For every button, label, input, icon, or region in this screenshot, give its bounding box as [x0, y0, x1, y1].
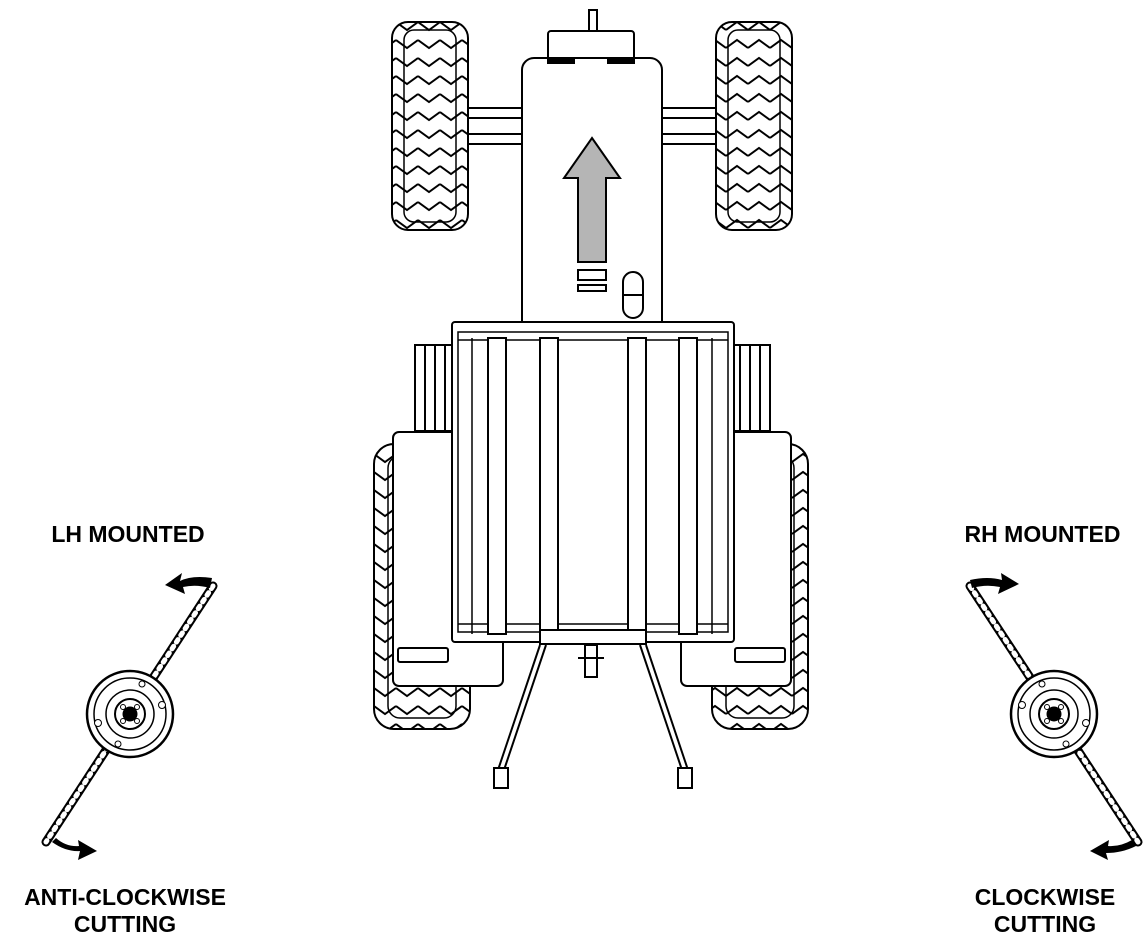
pto-shaft: [584, 644, 598, 678]
clockwise-cutting-label: CLOCKWISE CUTTING: [950, 884, 1140, 938]
tractor: [373, 9, 809, 789]
rh-flail-head: [965, 573, 1143, 860]
rh-mounted-text: RH MOUNTED: [964, 521, 1121, 547]
lh-rotor-hub: [85, 669, 175, 759]
rh-rotor-hub: [1009, 669, 1099, 759]
side-steps: [414, 344, 771, 432]
anti-clockwise-cutting-label: ANTI-CLOCKWISE CUTTING: [5, 884, 245, 938]
front-weight: [547, 30, 635, 62]
rh-bottom-rotation-arrow-icon: [1090, 840, 1136, 860]
front-right-wheel: [715, 21, 793, 231]
lh-flail-head: [41, 573, 218, 860]
lh-mounted-text: LH MOUNTED: [51, 521, 205, 547]
three-point-linkage: [493, 644, 693, 789]
clockwise-text: CLOCKWISE: [974, 884, 1116, 910]
front-left-wheel: [391, 21, 469, 231]
lh-mounted-label: LH MOUNTED: [28, 521, 228, 548]
rh-mounted-label: RH MOUNTED: [940, 521, 1145, 548]
rh-top-rotation-arrow-icon: [970, 573, 1019, 594]
clockwise-cutting-text: CUTTING: [993, 911, 1097, 937]
lh-bottom-rotation-arrow-icon: [52, 838, 97, 860]
lh-top-rotation-arrow-icon: [165, 573, 212, 594]
front-hitch-pin: [588, 9, 598, 33]
travel-direction-arrow-icon: [562, 136, 622, 292]
anti-clockwise-text: ANTI-CLOCKWISE: [24, 884, 226, 910]
anti-clockwise-cutting-text: CUTTING: [73, 911, 177, 937]
